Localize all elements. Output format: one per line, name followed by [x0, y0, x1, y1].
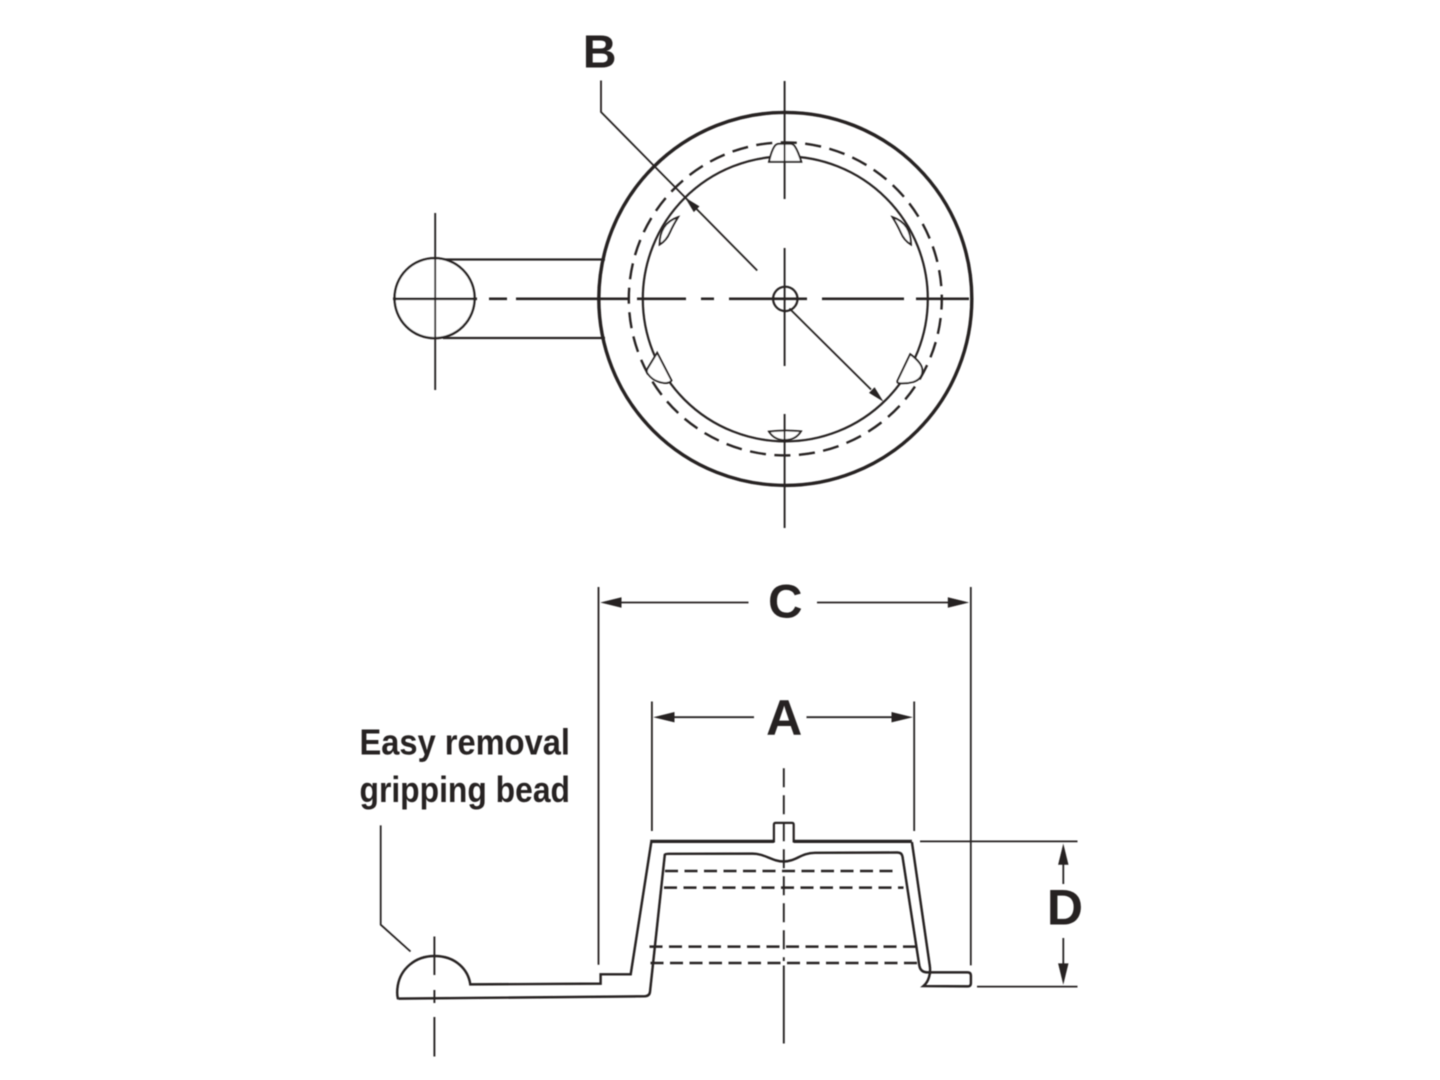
- svg-text:B: B: [583, 26, 617, 78]
- svg-text:A: A: [766, 690, 802, 746]
- svg-text:D: D: [1047, 879, 1083, 935]
- svg-text:gripping bead: gripping bead: [360, 769, 571, 810]
- svg-text:C: C: [768, 576, 802, 629]
- svg-text:Easy removal: Easy removal: [360, 722, 571, 763]
